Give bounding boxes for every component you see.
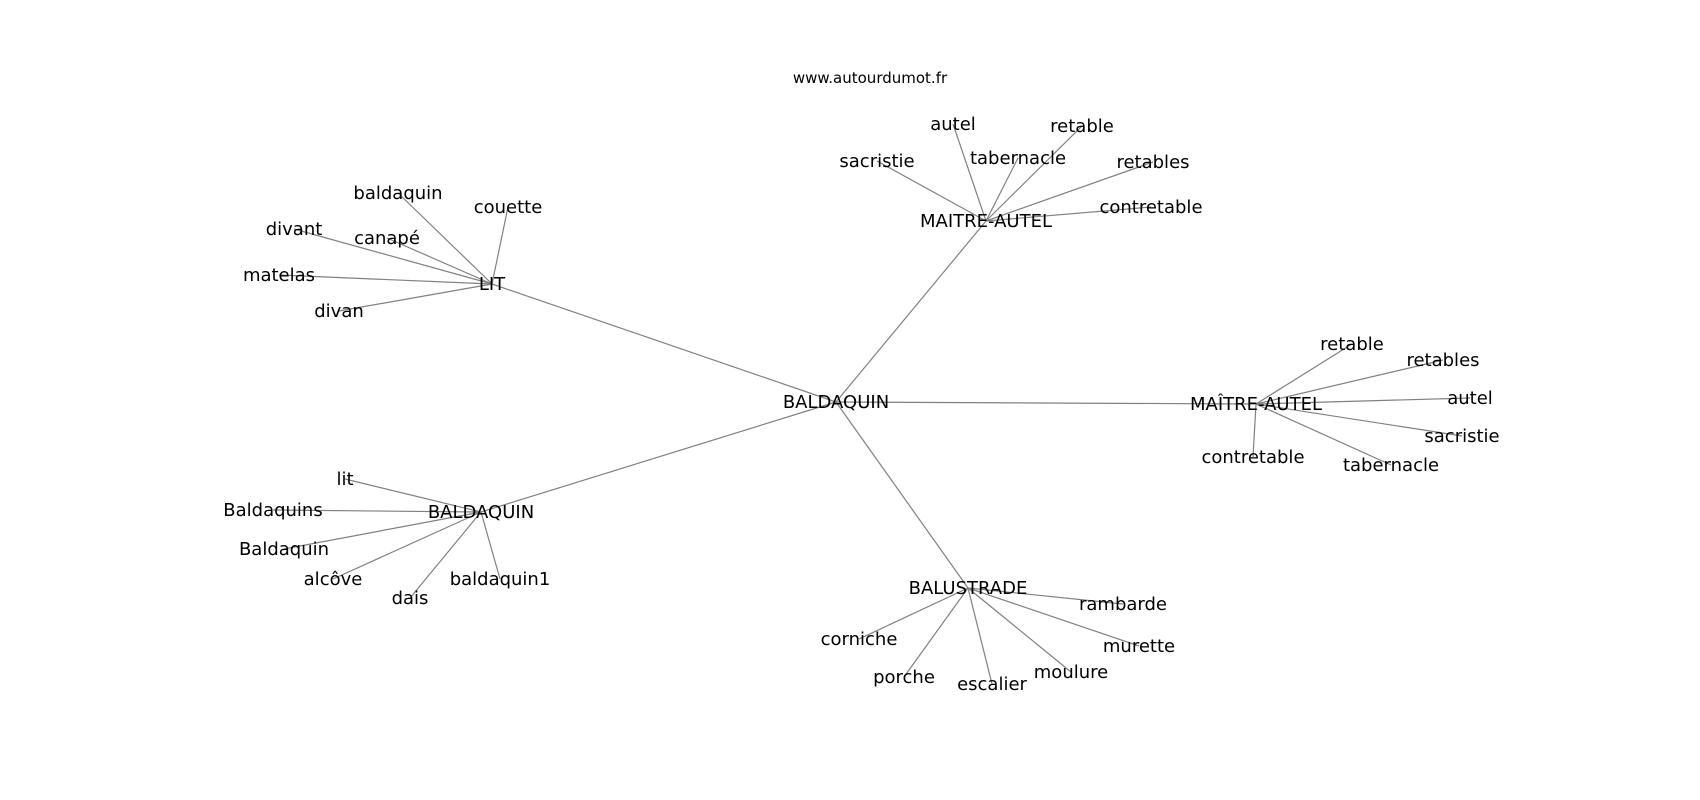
hub-node-label: MAITRE-AUTEL [920,211,1052,232]
edge-hub-to-leaf [858,587,969,640]
leaf-node-label: porche [873,667,935,688]
root-node-label: BALDAQUIN [783,392,889,413]
leaf-node-label: Baldaquin [239,539,329,560]
edge-root-to-hub [491,283,837,403]
edge-hub-to-leaf [278,274,493,285]
edge-hub-to-leaf [967,587,1072,673]
leaf-node-label: lit [336,469,353,490]
edge-hub-to-leaf [409,511,482,599]
leaf-node-label: baldaquin [353,183,442,204]
leaf-node-label: retable [1050,116,1114,137]
edge-hub-to-leaf [967,587,1124,605]
edge-hub-to-leaf [332,511,482,580]
edge-hub-to-leaf [397,192,493,285]
leaf-node-label: escalier [957,674,1027,695]
leaf-node-label: alcôve [304,569,363,590]
edge-hub-to-leaf [338,283,493,312]
edge-hub-to-leaf [903,587,969,678]
hub-node-label: BALDAQUIN [428,502,534,523]
edge-hub-to-leaf [386,237,493,285]
leaf-node-label: couette [474,197,543,218]
edge-hub-to-leaf [1255,397,1471,405]
edge-hub-to-leaf [480,511,501,580]
edge-hub-to-leaf [967,587,993,685]
leaf-node-label: corniche [821,629,898,650]
leaf-node-label: canapé [354,228,420,249]
leaf-node-label: matelas [243,265,315,286]
edge-hub-to-leaf [1255,403,1463,437]
edge-hub-to-leaf [1252,403,1257,458]
leaf-node-label: rambarde [1079,594,1167,615]
hub-node-label: MAÎTRE-AUTEL [1190,393,1322,415]
leaf-node-label: divant [266,219,323,240]
graph-labels: www.autourdumot.fr BALDAQUIN LIT baldaquin… [223,69,1499,695]
leaf-node-label: autel [930,114,976,135]
leaf-node-label: retables [1116,152,1189,173]
edge-root-to-hub [480,401,837,513]
graph-edges [272,123,1471,685]
edge-hub-to-leaf [985,125,1083,222]
edge-hub-to-leaf [272,509,482,513]
leaf-node-label: tabernacle [970,148,1066,169]
leaf-node-label: retables [1406,350,1479,371]
edge-hub-to-leaf [1255,359,1444,405]
leaf-node-label: divan [314,301,364,322]
leaf-node-label: retable [1320,334,1384,355]
leaf-node-label: sacristie [1424,426,1499,447]
edge-root-to-hub [835,401,969,589]
hub-node-label: LIT [479,274,506,295]
hub-node-label: BALUSTRADE [909,578,1028,599]
leaf-node-label: tabernacle [1343,455,1439,476]
edge-hub-to-leaf [491,206,509,285]
edge-hub-to-leaf [985,157,1019,222]
edge-hub-to-leaf [344,478,482,513]
edge-hub-to-leaf [1255,343,1353,405]
edge-hub-to-leaf [876,160,987,222]
leaf-node-label: contretable [1099,197,1202,218]
edge-root-to-hub [835,401,1257,405]
leaf-node-label: murette [1103,636,1175,657]
edge-root-to-hub [835,220,987,403]
edge-hub-to-leaf [952,123,987,222]
edge-hub-to-leaf [293,228,493,285]
leaf-node-label: dais [392,588,429,609]
watermark-text: www.autourdumot.fr [793,69,948,87]
leaf-node-label: sacristie [839,151,914,172]
edge-hub-to-leaf [1255,403,1392,466]
leaf-node-label: contretable [1201,447,1304,468]
leaf-node-label: moulure [1034,662,1108,683]
leaf-node-label: baldaquin1 [450,569,551,590]
edge-hub-to-leaf [985,161,1154,222]
edge-hub-to-leaf [985,206,1152,222]
edge-hub-to-leaf [283,511,482,550]
leaf-node-label: Baldaquins [223,500,322,521]
leaf-node-label: autel [1447,388,1493,409]
edge-hub-to-leaf [967,587,1140,647]
